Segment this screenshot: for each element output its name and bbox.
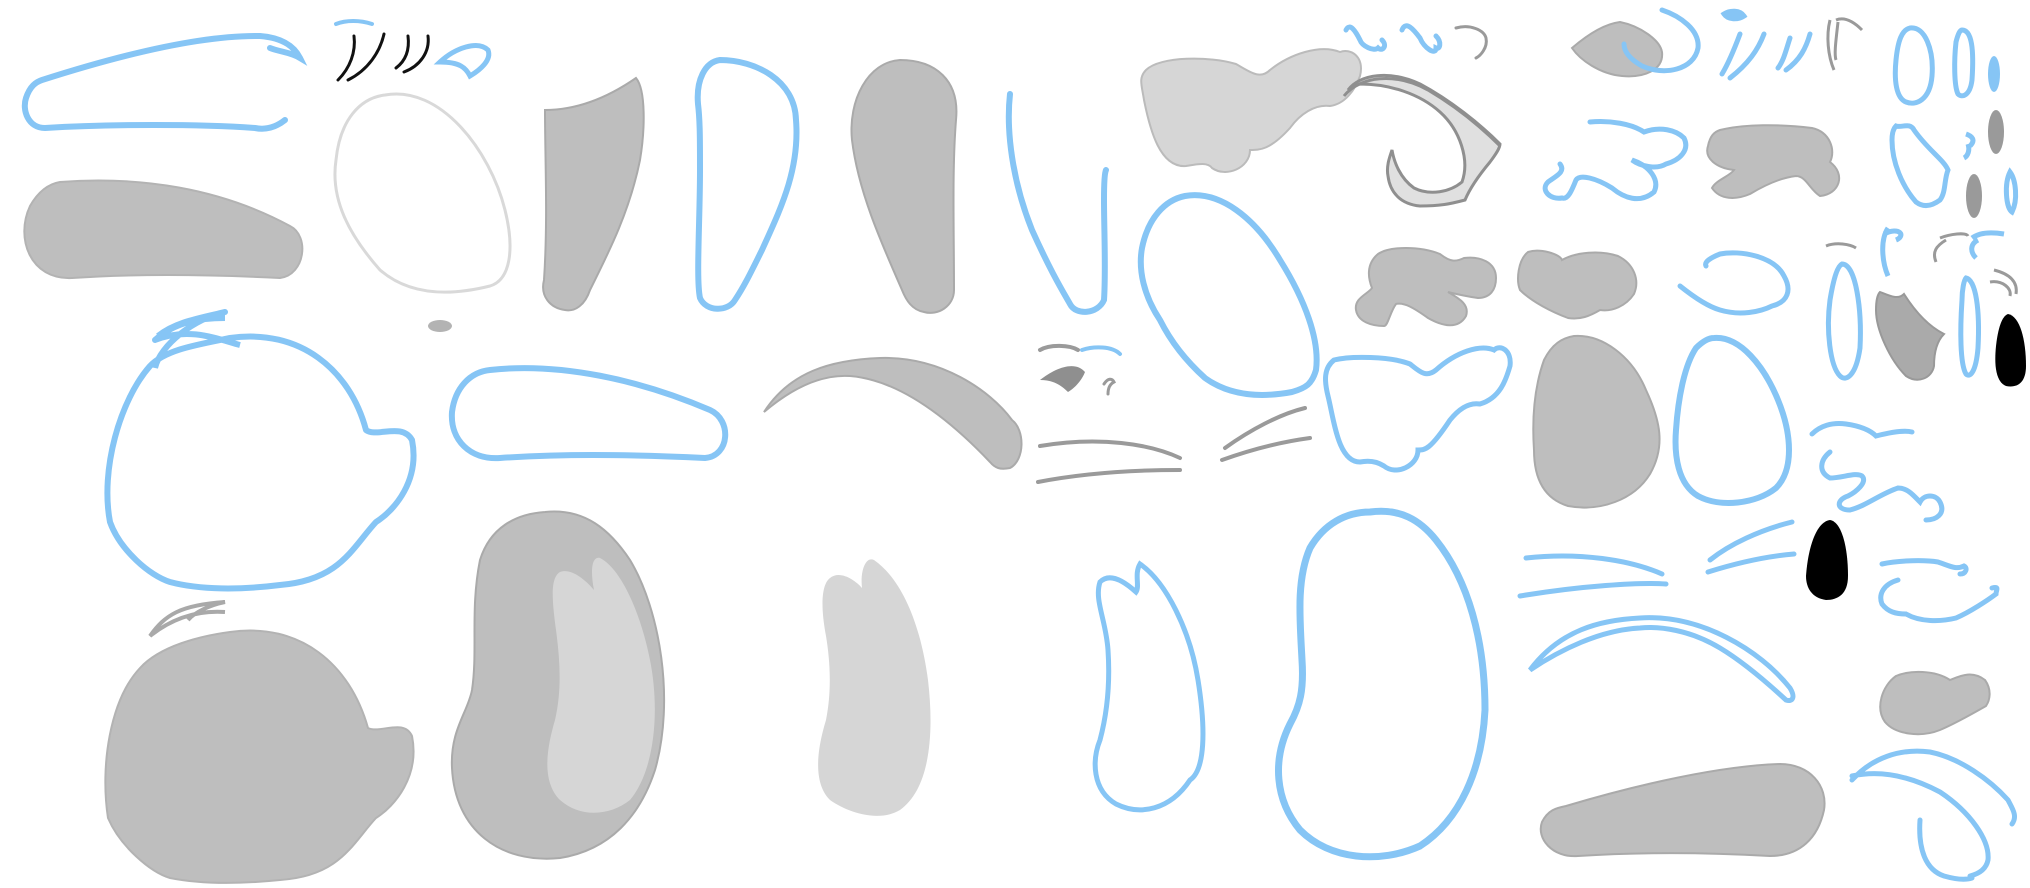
- eye-white-outline: [333, 92, 512, 294]
- swoosh-dark: [1346, 73, 1502, 208]
- egg-outline-medium: [1137, 192, 1320, 399]
- egg-outline-small: [1672, 334, 1792, 506]
- head-fill-hair-tuft: [148, 600, 226, 638]
- small-pupil-dot: [428, 320, 452, 332]
- small-lash-strokes: [1036, 343, 1312, 484]
- cloud-outline: [1323, 345, 1513, 473]
- swoosh-dark-top-line: [1342, 77, 1502, 148]
- mini-blue-strokes: [1343, 7, 2000, 624]
- drop-fill-tall: [850, 58, 958, 314]
- mini-cloud-fills: [1354, 20, 1991, 736]
- paddle-fill-tall: [542, 76, 645, 312]
- eyebrow-fill-bottom: [1539, 762, 1826, 858]
- lash-strokes: [334, 19, 430, 82]
- brow-arc-fill: [763, 356, 1023, 470]
- bean-outline-large: [1275, 507, 1489, 861]
- head-outline: [104, 309, 417, 592]
- cat-ear-outline: [1092, 560, 1206, 813]
- hook-outline: [1005, 91, 1109, 315]
- drop-outline-tall: [694, 56, 800, 312]
- swoosh-blue-outlines: [1517, 519, 2017, 882]
- cloud-fill-large: [1140, 48, 1362, 173]
- egg-highlight: [547, 557, 655, 813]
- eyebrow-outline-right: [448, 365, 729, 462]
- egg-fill-small: [1532, 334, 1661, 509]
- eyebrow-outline-left: [21, 32, 308, 132]
- black-pupils: [1806, 314, 2026, 600]
- gray-horn-fill: [1874, 290, 1946, 381]
- head-fill: [104, 629, 415, 884]
- tiny-pupil-parts: [1825, 17, 2019, 381]
- leaf-fill-light: [818, 559, 931, 816]
- eyebrow-fill-left: [23, 179, 304, 280]
- small-eye-highlight: [433, 43, 492, 80]
